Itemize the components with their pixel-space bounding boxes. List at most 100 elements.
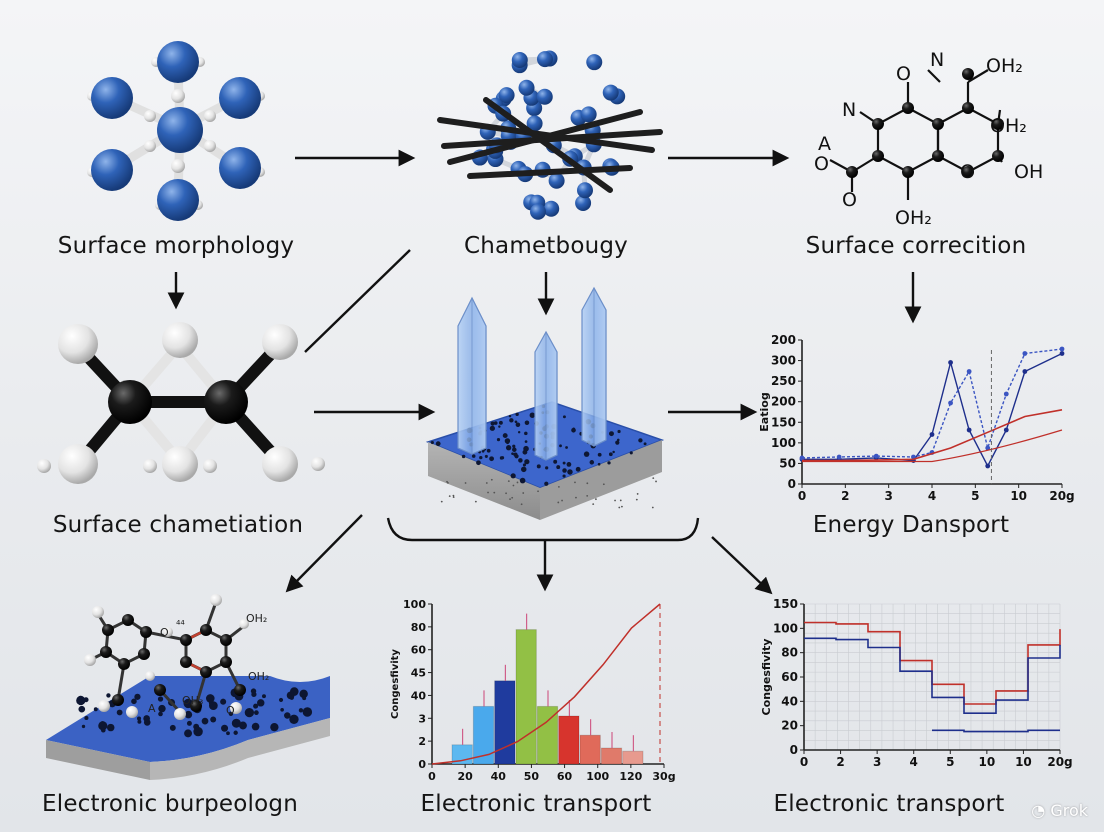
arrow-to-bottom-right [711,536,773,595]
x-tick-label: 50 [524,770,540,783]
y-tick-label: 60 [781,670,798,684]
atom-label-n-top: N [930,49,944,71]
data-point [948,400,953,406]
blue-molecule-icon [87,41,265,221]
y-tick-label: 0 [788,477,796,491]
data-point [948,360,953,365]
x-tick-label: 10 [979,755,996,769]
label-electronic-burpeologn: Electronic burpeologn [42,791,298,817]
x-tick-label: 40 [491,770,507,783]
bracket [386,517,700,542]
data-point [873,453,879,459]
x-tick-label: 0 [428,770,436,783]
diagonal-connector [304,249,411,353]
x-tick-label: 4 [910,755,918,769]
watermark: ◔ Grok [1031,801,1088,820]
atom-label-a: A [818,133,831,155]
y-tick-label: 200 [771,333,796,347]
x-tick-label: 2 [841,489,849,503]
x-tick-label: 5 [971,489,979,503]
y-tick-label: 45 [411,667,426,680]
bar [622,750,644,765]
svg-text:⁴⁴: ⁴⁴ [176,618,185,631]
x-tick-label: 0 [800,755,808,769]
x-tick-label: 4 [928,489,936,503]
data-point [985,463,991,469]
data-point [929,432,935,437]
svg-text:OH₃: OH₃ [182,694,203,707]
atom-label-n-left: N [842,99,856,121]
atom-label-o-left: O [814,153,829,175]
x-tick-label: 60 [557,770,573,783]
y-tick-label: 3 [418,712,426,725]
data-point [1059,351,1065,356]
data-point [1022,351,1028,356]
x-tick-label: 30g [652,770,675,783]
label-surface-correcition: Surface correcition [805,233,1027,259]
data-point [1059,346,1065,352]
series-line [932,729,1060,733]
surface-with-adsorbates-icon: O ⁴⁴ OH₂ OH₂ OH₃ A O [46,594,330,780]
series-line [802,429,1063,463]
y-tick-label: 2 [418,735,426,748]
atom-label-o-right: O [960,161,975,183]
y-tick-label: 40 [781,694,798,708]
data-point [1022,369,1028,374]
bar [515,629,537,765]
label-electronic-transport-center: Electronic transport [420,791,652,817]
label-energy-dansport: Energy Dansport [812,512,1010,538]
y-tick-label: 100 [403,598,426,611]
y-tick-label: 80 [781,646,798,660]
x-tick-label: 20g [1047,755,1072,769]
surface-slab-with-crystals-icon [425,286,665,520]
y-tick-label: 20 [781,719,798,733]
y-axis-label: Eatiog [758,392,771,431]
y-tick-label: 0 [790,743,798,757]
series-line [802,409,1063,462]
label-surface-chametiation: Surface chametiation [52,512,304,538]
x-tick-label: 3 [873,755,881,769]
y-tick-label: 250 [771,374,796,388]
bar [494,680,516,765]
grok-logo-icon: ◔ [1031,801,1046,820]
x-tick-label: 120 [619,770,642,783]
y-tick-label: 0 [418,758,426,771]
arrow-to-bottom-left [285,514,363,593]
watermark-text: Grok [1050,801,1088,820]
atom-label-oh2-bottom: OH₂ [895,207,932,229]
label-chametbougy: Chametbougy [464,233,628,259]
x-tick-label: 20 [457,770,473,783]
label-electronic-transport-right: Electronic transport [773,791,1005,817]
data-point [1003,391,1009,397]
y-axis-label: Congesfivity [390,649,401,719]
label-surface-morphology: Surface morphology [57,233,295,259]
y-tick-label: 80 [411,621,427,634]
arrows [167,149,922,595]
y-tick-label: 60 [411,644,427,657]
data-point [799,455,805,461]
y-tick-label: 100 [771,436,796,450]
y-tick-label: 300 [771,354,796,368]
x-tick-label: 3 [884,489,892,503]
svg-text:O: O [226,704,235,717]
data-point [1003,427,1009,433]
atom-label-o-top: O [896,63,911,85]
svg-text:A: A [148,702,156,715]
x-tick-label: 10 [1010,489,1027,503]
y-tick-label: 150 [771,415,796,429]
atom-label-oh: OH [1014,161,1043,183]
atom-label-oh2-top: OH₂ [986,55,1023,77]
x-tick-label: 0 [798,489,806,503]
cluster-structure-icon [437,50,663,220]
bar [600,747,623,765]
series-line [801,348,1063,459]
y-tick-label: 150 [773,597,798,611]
x-tick-label: 5 [946,755,954,769]
series-line [804,637,1061,714]
y-tick-label: 40 [411,689,427,702]
x-tick-label: 100 [586,770,609,783]
data-point [836,454,842,460]
